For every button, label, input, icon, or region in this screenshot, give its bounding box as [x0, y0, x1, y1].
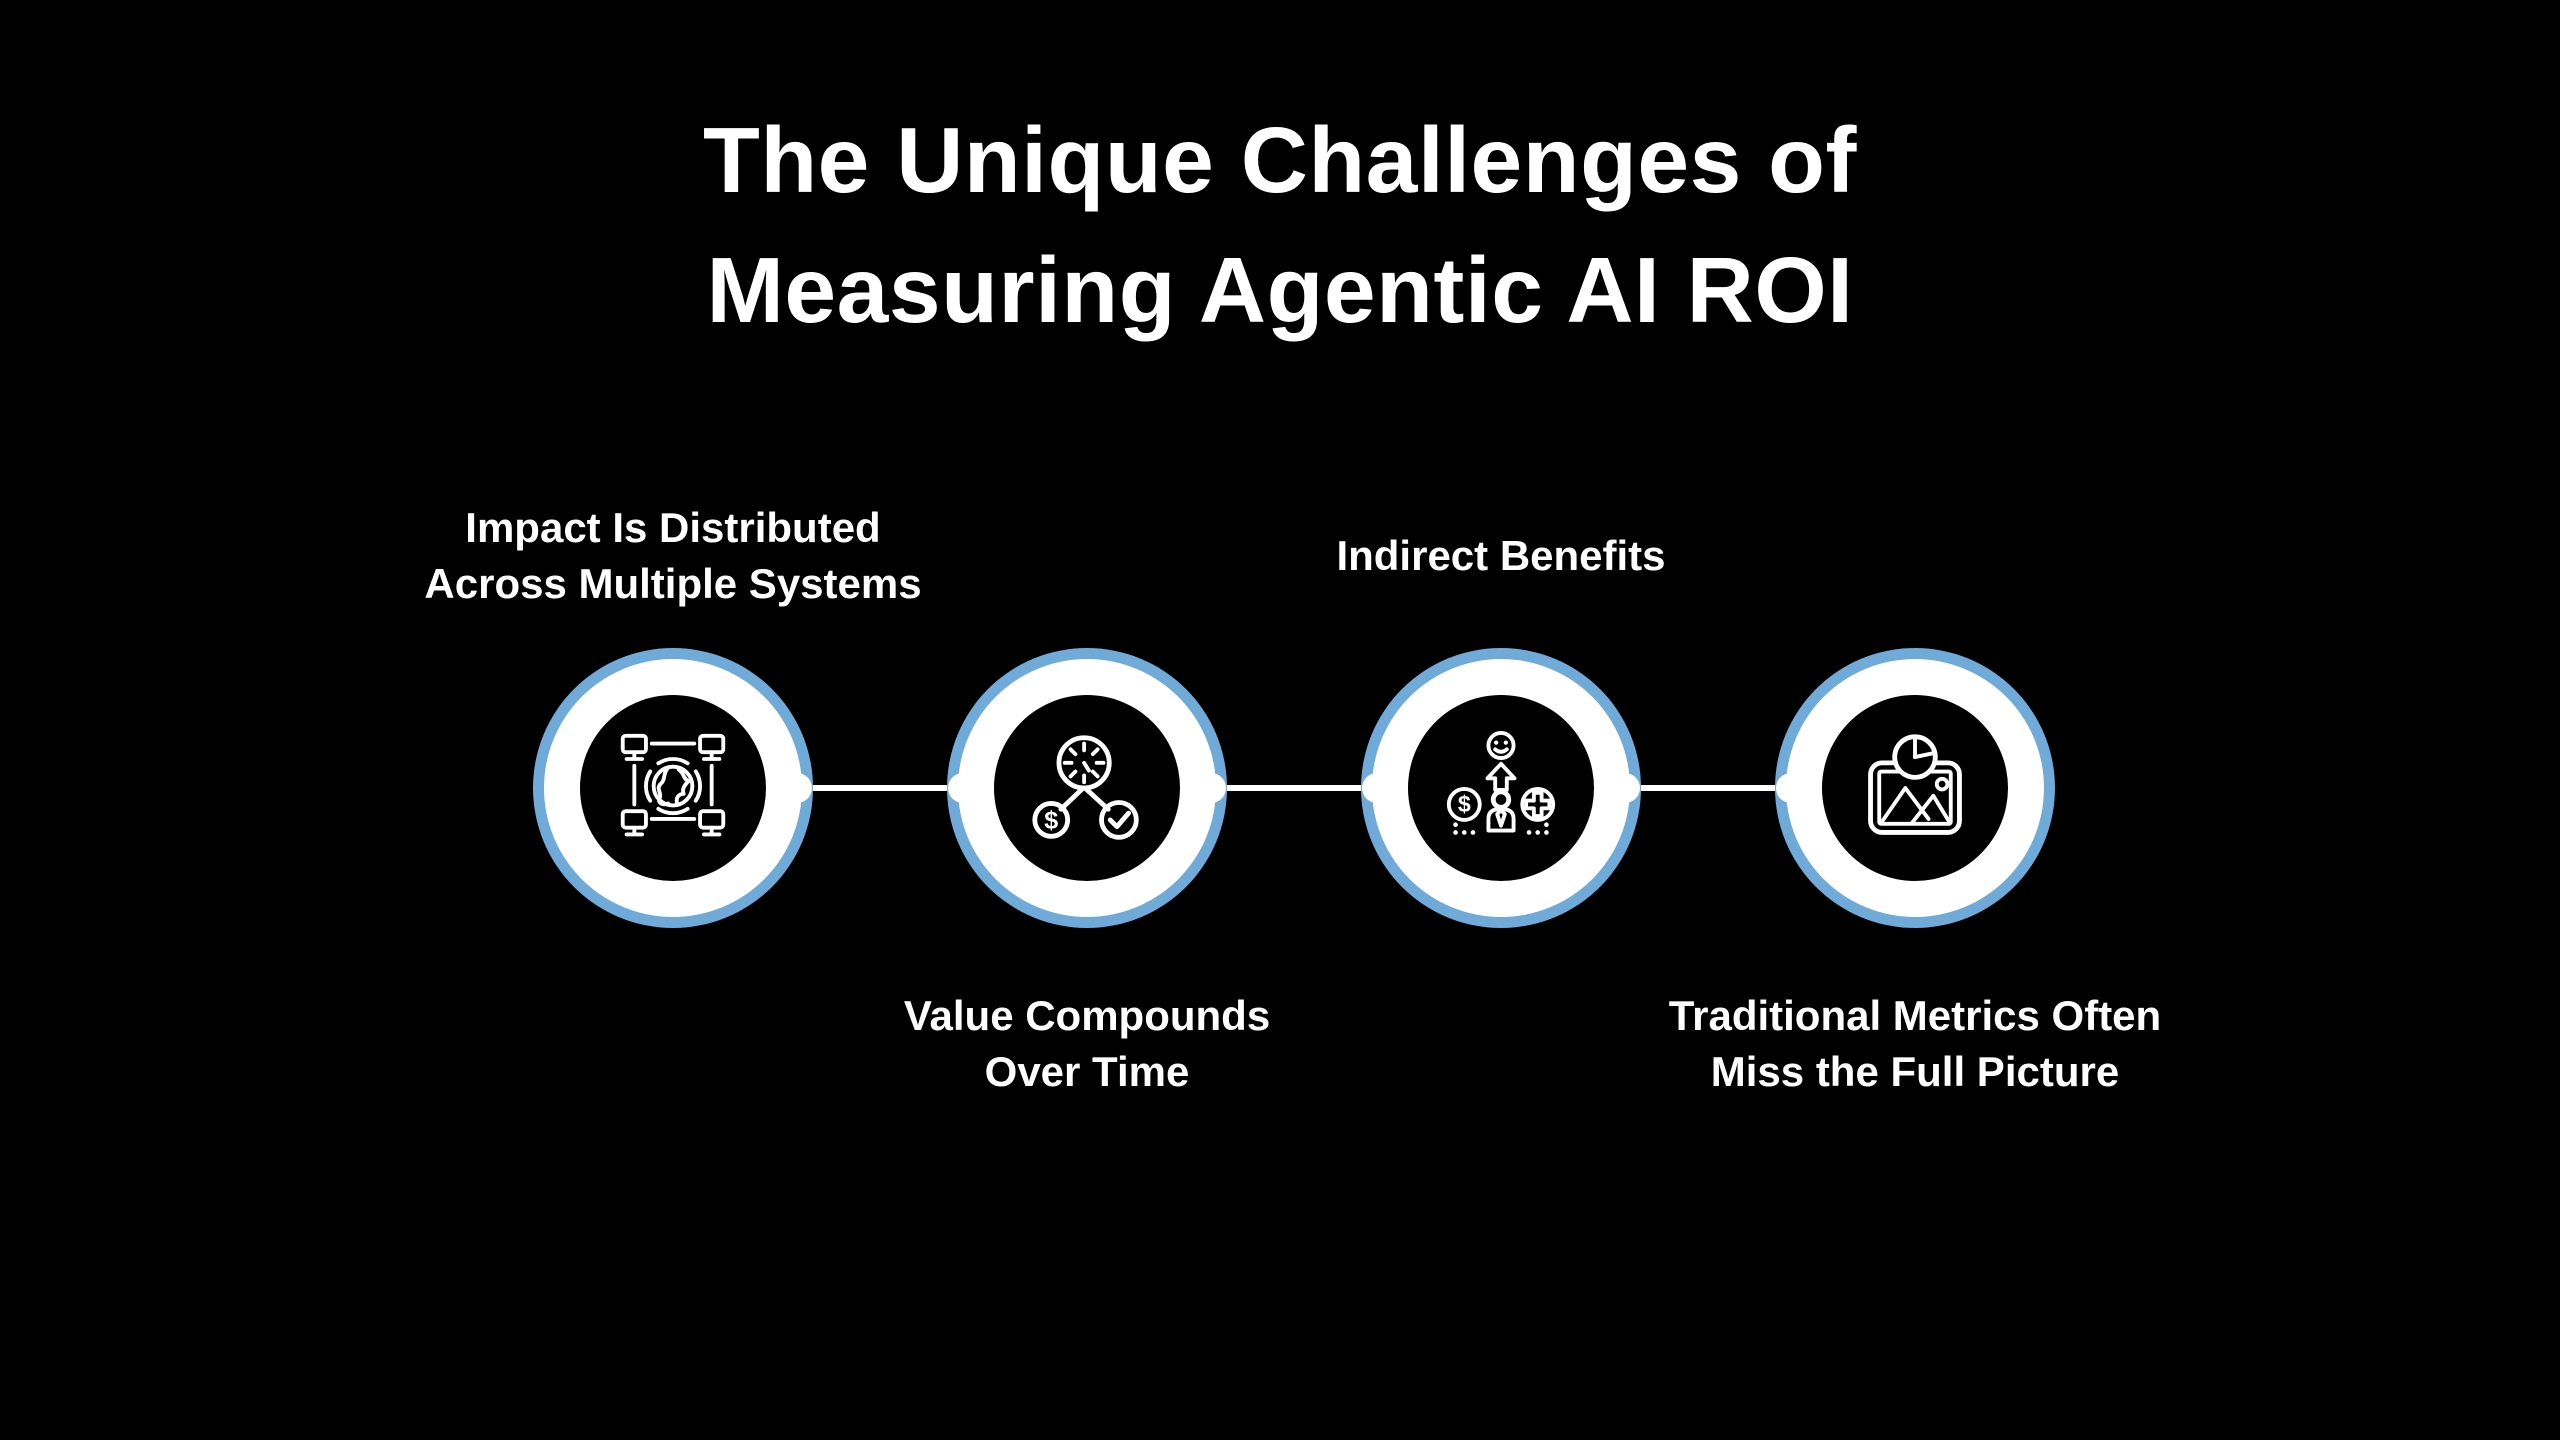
page-title: The Unique Challenges of Measuring Agent… — [0, 95, 2560, 355]
circle-white-ring — [544, 659, 802, 917]
label-line: Traditional Metrics Often — [1668, 992, 2162, 1039]
challenge-circle-indirect-benefits: $ — [1361, 648, 1641, 928]
circle-white-ring: $ — [958, 659, 1216, 917]
svg-text:$: $ — [1458, 791, 1471, 817]
circle-inner — [1822, 695, 2008, 881]
challenge-circle-distributed-impact — [533, 648, 813, 928]
label-line: Over Time — [984, 1048, 1190, 1095]
circle-inner — [580, 695, 766, 881]
label-line: Indirect Benefits — [1336, 532, 1666, 579]
challenge-label-indirect-benefits: Indirect Benefits — [1151, 528, 1851, 584]
junction-dot — [1362, 773, 1392, 803]
label-line: Impact Is Distributed — [465, 504, 881, 551]
junction-dot — [948, 773, 978, 803]
challenge-label-value-compounds: Value Compounds Over Time — [737, 988, 1437, 1100]
circle-inner: $ — [994, 695, 1180, 881]
connector-line — [673, 785, 1915, 791]
circle-white-ring: $ — [1372, 659, 1630, 917]
label-line: Across Multiple Systems — [424, 560, 922, 607]
time-value-icon: $ — [1032, 735, 1139, 840]
indirect-benefits-icon: $ — [1446, 730, 1556, 835]
challenge-label-distributed-impact: Impact Is Distributed Across Multiple Sy… — [323, 500, 1023, 612]
label-line: Miss the Full Picture — [1710, 1048, 2120, 1095]
challenge-circle-value-compounds: $ — [947, 648, 1227, 928]
distributed-systems-icon — [620, 733, 726, 837]
full-picture-icon — [1868, 734, 1962, 835]
circle-white-ring — [1786, 659, 2044, 917]
junction-dot — [1196, 773, 1226, 803]
circle-inner: $ — [1408, 695, 1594, 881]
challenge-circle-traditional-metrics — [1775, 648, 2055, 928]
label-line: Value Compounds — [903, 992, 1271, 1039]
svg-text:$: $ — [1044, 807, 1058, 835]
page-title-line-2: Measuring Agentic AI ROI — [706, 238, 1854, 342]
page-title-line-1: The Unique Challenges of — [703, 108, 1857, 212]
challenge-label-traditional-metrics: Traditional Metrics Often Miss the Full … — [1565, 988, 2265, 1100]
junction-dot — [1776, 773, 1806, 803]
junction-dot — [782, 773, 812, 803]
junction-dot — [1610, 773, 1640, 803]
